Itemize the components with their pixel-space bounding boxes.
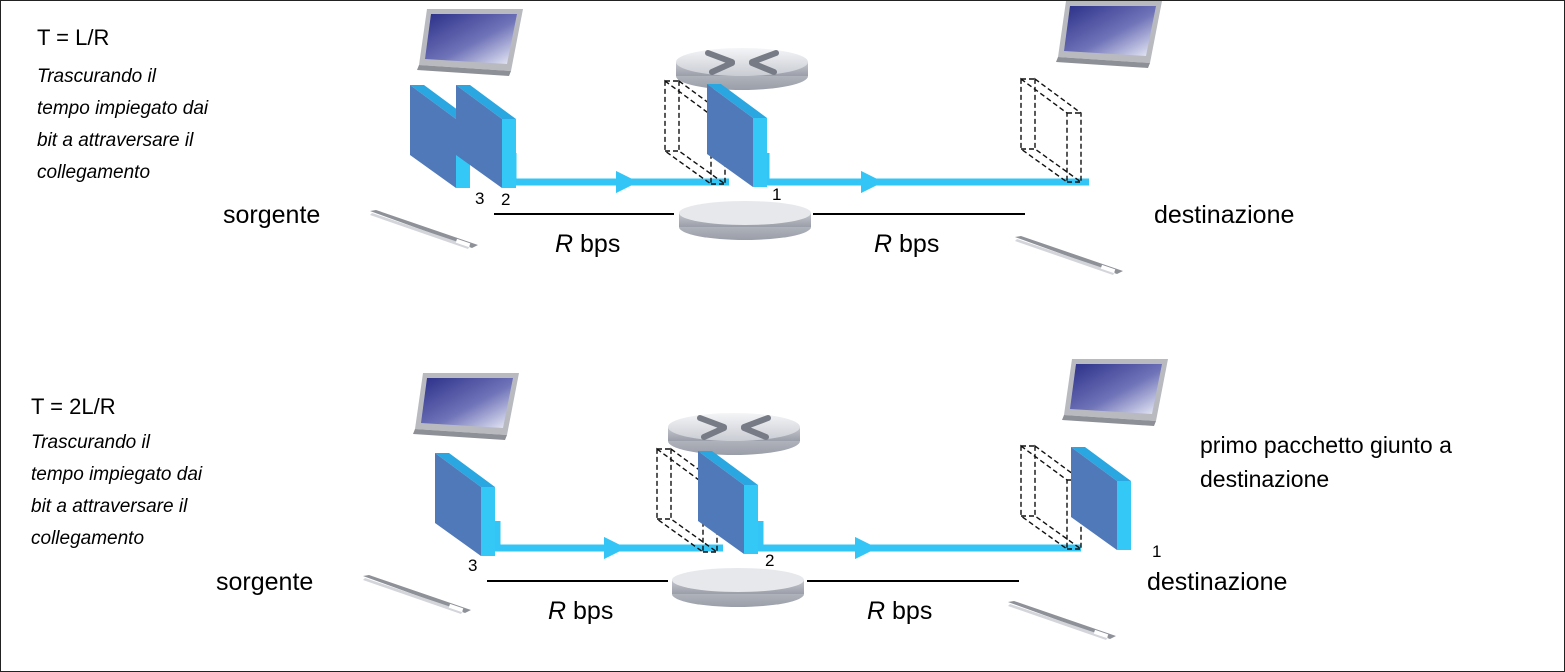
router-base-icon bbox=[672, 568, 804, 607]
arrival-message-line: primo pacchetto giunto a bbox=[1200, 432, 1452, 458]
transmission-path-2 bbox=[762, 153, 1089, 186]
router-base-icon bbox=[679, 201, 811, 240]
packet-2-number: 2 bbox=[501, 190, 511, 209]
arrival-message-line: destinazione bbox=[1200, 466, 1330, 492]
packet-1-number: 1 bbox=[1152, 542, 1162, 561]
rate-unit: bps bbox=[892, 597, 933, 625]
router-icon bbox=[676, 48, 808, 90]
note-line: bit a attraversare il bbox=[37, 130, 194, 151]
rate-unit: bps bbox=[580, 230, 621, 258]
scene1-note: Trascurando il tempo impiegato dai bit a… bbox=[37, 61, 208, 189]
rate-unit: bps bbox=[573, 597, 614, 625]
scene1-group bbox=[370, 1, 1162, 275]
link1-rate-label: R bps bbox=[555, 230, 620, 259]
packet-3-icon bbox=[435, 453, 495, 556]
source-label: sorgente bbox=[223, 201, 321, 229]
source-label: sorgente bbox=[216, 568, 314, 596]
packet-2-icon bbox=[698, 451, 758, 554]
note-line: bit a attraversare il bbox=[31, 496, 188, 517]
rate-symbol: R bbox=[867, 597, 886, 625]
link2-rate-label: R bps bbox=[867, 597, 932, 626]
arrival-message: primo pacchetto giunto a destinazione bbox=[1200, 428, 1452, 496]
rate-symbol: R bbox=[874, 230, 893, 258]
destination-cable-icon bbox=[1008, 601, 1116, 640]
destination-laptop-icon bbox=[1056, 1, 1162, 68]
packet-1-icon bbox=[1071, 447, 1131, 550]
note-line: Trascurando il bbox=[31, 432, 150, 453]
scene1-time-label: T = L/R bbox=[37, 25, 110, 50]
transmission-path-2 bbox=[756, 521, 1081, 552]
packet-1-number: 1 bbox=[772, 185, 782, 204]
scene2-group bbox=[363, 359, 1168, 640]
source-cable-icon bbox=[370, 210, 478, 249]
destination-laptop-icon bbox=[1062, 359, 1168, 426]
transmission-path-1 bbox=[509, 153, 729, 186]
note-line: tempo impiegato dai bbox=[37, 98, 209, 119]
rate-symbol: R bbox=[548, 597, 567, 625]
transmission-path-1 bbox=[493, 521, 723, 552]
packet-3-number: 3 bbox=[468, 556, 478, 575]
scene2-time-label: T = 2L/R bbox=[31, 394, 116, 419]
source-cable-icon bbox=[363, 575, 471, 614]
rate-unit: bps bbox=[899, 230, 940, 258]
router-icon bbox=[668, 413, 800, 455]
note-line: collegamento bbox=[37, 162, 151, 183]
packet-1-icon bbox=[707, 84, 767, 187]
source-laptop-icon bbox=[417, 9, 523, 76]
scene2-note: Trascurando il tempo impiegato dai bit a… bbox=[31, 427, 202, 555]
destination-cable-icon bbox=[1015, 236, 1123, 275]
source-laptop-icon bbox=[413, 373, 519, 440]
packet-3-number: 3 bbox=[475, 189, 485, 208]
packet-outline-dest-icon bbox=[1020, 78, 1082, 183]
link1-rate-label: R bps bbox=[548, 597, 613, 626]
destination-label: destinazione bbox=[1154, 201, 1295, 229]
rate-symbol: R bbox=[555, 230, 574, 258]
packet-2-number: 2 bbox=[765, 551, 775, 570]
destination-label: destinazione bbox=[1147, 568, 1288, 596]
note-line: Trascurando il bbox=[37, 66, 156, 87]
note-line: tempo impiegato dai bbox=[31, 464, 203, 485]
link2-rate-label: R bps bbox=[874, 230, 939, 259]
note-line: collegamento bbox=[31, 528, 145, 549]
